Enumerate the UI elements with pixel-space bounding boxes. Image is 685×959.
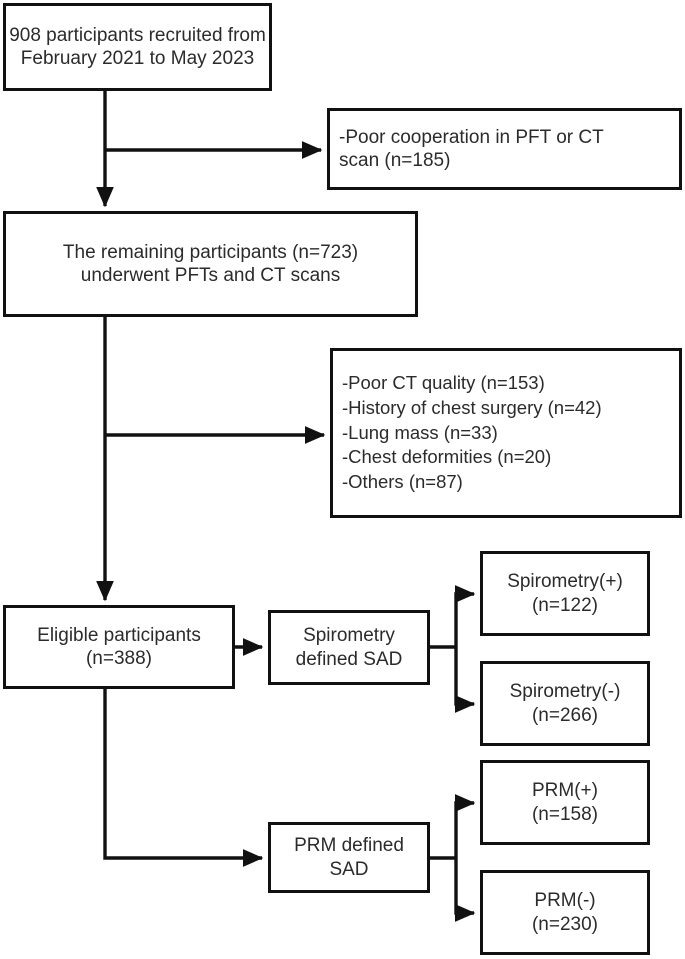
node-recruited: 908 participants recruited from February… bbox=[3, 3, 272, 91]
node-first-exclusion: -Poor cooperation in PFT or CT scan (n=1… bbox=[327, 108, 682, 190]
node-prm-negative-line-2: (n=230) bbox=[531, 913, 599, 935]
node-spirometry-sad-line-1: Spirometry bbox=[303, 625, 395, 647]
node-prm-negative: PRM(-) (n=230) bbox=[480, 870, 650, 955]
node-second-exclusion-item: -Others (n=87) bbox=[342, 471, 463, 493]
node-second-exclusion-item: -Chest deformities (n=20) bbox=[342, 446, 552, 468]
node-remaining-line-2: underwent PFTs and CT scans bbox=[80, 265, 341, 286]
node-first-exclusion-line-2: scan (n=185) bbox=[339, 150, 451, 171]
node-prm-sad-line-1: PRM defined bbox=[294, 835, 404, 857]
edge-spirometry-sad-to-negative bbox=[454, 647, 476, 713]
edge-prm-sad-to-positive bbox=[454, 794, 476, 858]
node-spirometry-negative: Spirometry(-) (n=266) bbox=[480, 661, 650, 746]
node-prm-defined-sad: PRM defined SAD bbox=[268, 822, 430, 893]
node-spirometry-negative-line-1: Spirometry(-) bbox=[509, 681, 621, 703]
node-remaining-line-1: The remaining participants (n=723) bbox=[62, 241, 359, 263]
node-recruited-line-2: February 2021 to May 2023 bbox=[20, 48, 255, 69]
node-prm-positive-line-2: (n=158) bbox=[531, 803, 599, 825]
node-second-exclusion-item: -Lung mass (n=33) bbox=[342, 421, 498, 443]
node-spirometry-sad-line-2: defined SAD bbox=[295, 648, 403, 670]
node-eligible-line-2: (n=388) bbox=[85, 648, 153, 669]
edge-eligible-to-prm-sad bbox=[103, 689, 264, 867]
node-second-exclusion-item: -History of chest surgery (n=42) bbox=[342, 396, 602, 418]
edge-spirometry-sad-to-positive bbox=[454, 585, 476, 647]
node-second-exclusion: -Poor CT quality (n=153) -History of che… bbox=[330, 348, 682, 518]
node-eligible-line-1: Eligible participants bbox=[37, 624, 201, 646]
node-eligible-participants: Eligible participants (n=388) bbox=[3, 605, 235, 689]
node-recruited-line-1: 908 participants recruited from bbox=[9, 24, 266, 46]
node-prm-negative-line-1: PRM(-) bbox=[534, 890, 596, 912]
node-prm-positive-line-1: PRM(+) bbox=[532, 780, 598, 802]
node-first-exclusion-line-1: -Poor cooperation in PFT or CT bbox=[339, 126, 604, 148]
node-second-exclusion-item: -Poor CT quality (n=153) bbox=[342, 371, 545, 393]
node-spirometry-defined-sad: Spirometry defined SAD bbox=[268, 610, 430, 685]
node-spirometry-positive: Spirometry(+) (n=122) bbox=[480, 551, 650, 636]
node-prm-positive: PRM(+) (n=158) bbox=[480, 760, 650, 845]
node-spirometry-positive-line-2: (n=122) bbox=[531, 594, 599, 616]
edge-prm-sad-to-negative bbox=[454, 858, 476, 922]
node-prm-sad-line-2: SAD bbox=[329, 858, 369, 880]
node-spirometry-negative-line-2: (n=266) bbox=[531, 704, 599, 726]
node-remaining-participants: The remaining participants (n=723) under… bbox=[3, 211, 418, 317]
node-spirometry-positive-line-1: Spirometry(+) bbox=[507, 571, 623, 593]
